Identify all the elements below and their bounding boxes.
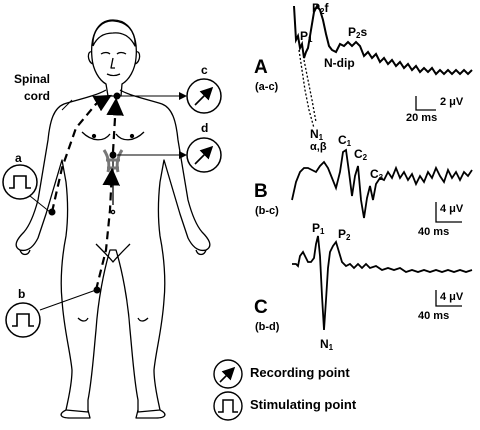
site-d-label: d (201, 121, 209, 135)
trace-C (292, 235, 473, 331)
peak-c1: C1 (338, 133, 352, 148)
panel-B-scale-amp: 4 μV (440, 203, 464, 215)
legend-recording-label: Recording point (250, 365, 350, 380)
recording-symbol-d (186, 137, 222, 173)
site-b-label: b (18, 287, 26, 301)
panel-B-path: (b-c) (255, 205, 279, 217)
peak-c3: C3 (370, 167, 384, 182)
recording-point-c-node (113, 92, 121, 100)
peak-alpha-beta: α,β (310, 141, 327, 153)
site-a-label: a (15, 151, 22, 165)
pathway-spine (106, 97, 124, 153)
peak-c2: C2 (354, 147, 368, 162)
spinal-cord-label-1: Spinal (14, 72, 51, 86)
legend-recording-icon (213, 359, 243, 389)
peak-p2s: P2s (348, 25, 368, 40)
trace-B (291, 148, 473, 219)
peak-n-dip: N-dip (324, 56, 355, 70)
peak-p1-A: P1 (300, 29, 313, 44)
scale-bar-B (435, 202, 462, 223)
pathway-b (94, 167, 121, 291)
stim-point-b-node (93, 286, 101, 294)
panel-A-letter: A (254, 57, 268, 78)
pathways (50, 94, 124, 291)
torso-outline (15, 89, 211, 413)
panel-B-letter: B (254, 181, 268, 202)
panel-A-path: (a-c) (255, 81, 279, 93)
panel-C-letter: C (254, 297, 268, 318)
peak-p2-C: P2 (338, 227, 351, 242)
panel-A-scale-amp: 2 μV (440, 96, 464, 108)
spinal-cord-label-2: cord (24, 89, 51, 103)
panel-C-path: (b-d) (255, 321, 280, 333)
peak-p2f: P2f (312, 1, 329, 16)
panel-B-scale-time: 40 ms (418, 226, 450, 238)
recording-symbol-c (186, 78, 222, 114)
pathway-a (50, 94, 112, 213)
stimulating-symbol-b (5, 302, 41, 338)
spinal-recording-node (109, 151, 117, 159)
peak-n1-C: N1 (320, 337, 334, 352)
peak-n1-A: N1 (310, 127, 324, 142)
panel-A-scale-time: 20 ms (406, 112, 438, 124)
legend-stimulating-label: Stimulating point (250, 397, 357, 412)
spinal-ganglion (102, 149, 124, 173)
scale-bar-C (435, 290, 462, 307)
legend-stimulating-icon (213, 391, 243, 421)
trace-A (293, 4, 473, 129)
peak-p1-C: P1 (312, 221, 325, 236)
connectors (29, 92, 187, 311)
stim-point-a-node (48, 208, 56, 216)
scale-bar-A (415, 96, 436, 111)
scale-bars (415, 96, 462, 307)
head-outline (90, 19, 137, 97)
hair-outline (92, 20, 136, 47)
stimulating-symbol-a (2, 164, 38, 200)
panel-C-scale-amp: 4 μV (440, 291, 464, 303)
site-c-label: c (201, 63, 208, 77)
panel-C-scale-time: 40 ms (418, 310, 450, 322)
